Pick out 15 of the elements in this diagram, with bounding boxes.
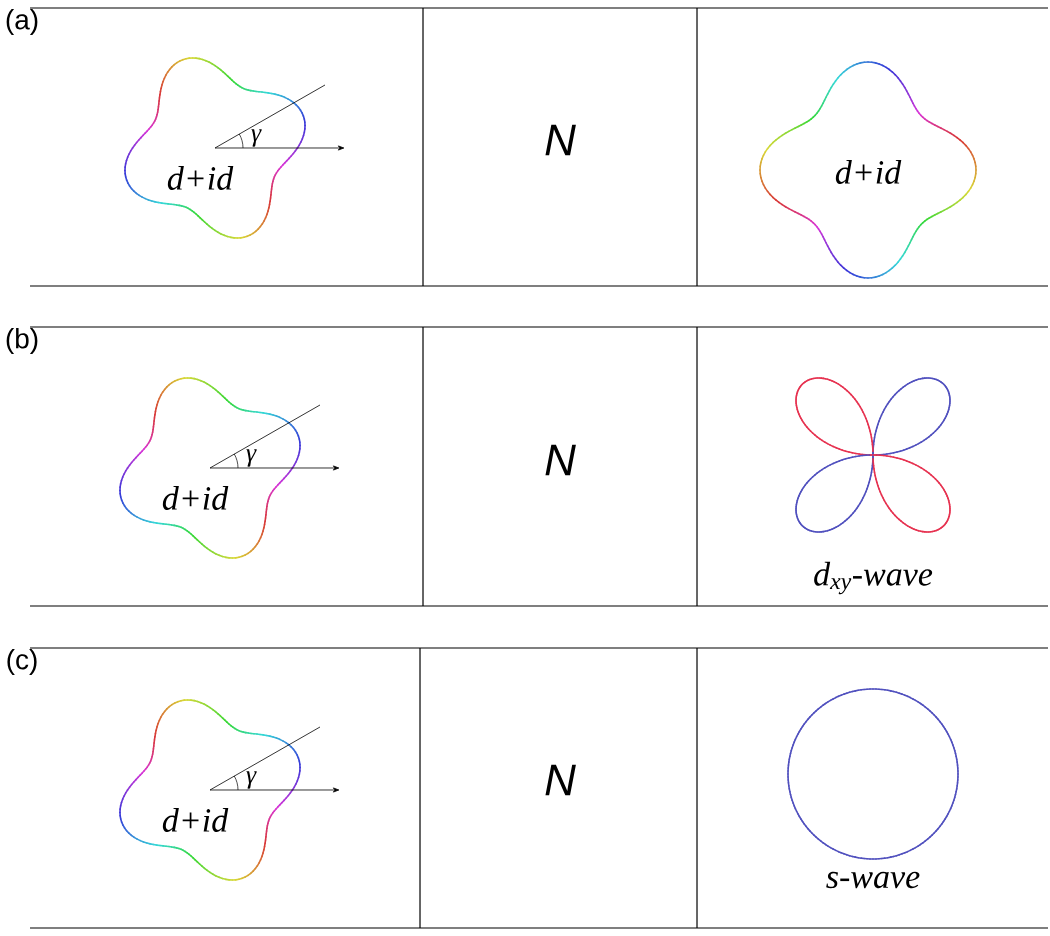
symmetry-label: s-wave	[826, 871, 920, 889]
panel-label: (c)	[7, 648, 37, 676]
angle-label: γ	[246, 449, 257, 467]
symmetry-label: d$_{xy}$-wave	[814, 561, 933, 595]
angle-label: γ	[251, 129, 262, 147]
normal-metal-label: N	[545, 444, 576, 476]
symmetry-label: d+id	[167, 166, 234, 190]
symmetry-label: d+id	[162, 808, 229, 832]
normal-metal-label: N	[545, 764, 576, 796]
symmetry-label: d+id	[835, 160, 902, 184]
symmetry-label: d+id	[162, 486, 229, 510]
normal-metal-label: N	[545, 124, 576, 156]
angle-label: γ	[246, 771, 257, 789]
panel-label: (b)	[6, 327, 38, 355]
panel-label: (a)	[6, 8, 38, 36]
